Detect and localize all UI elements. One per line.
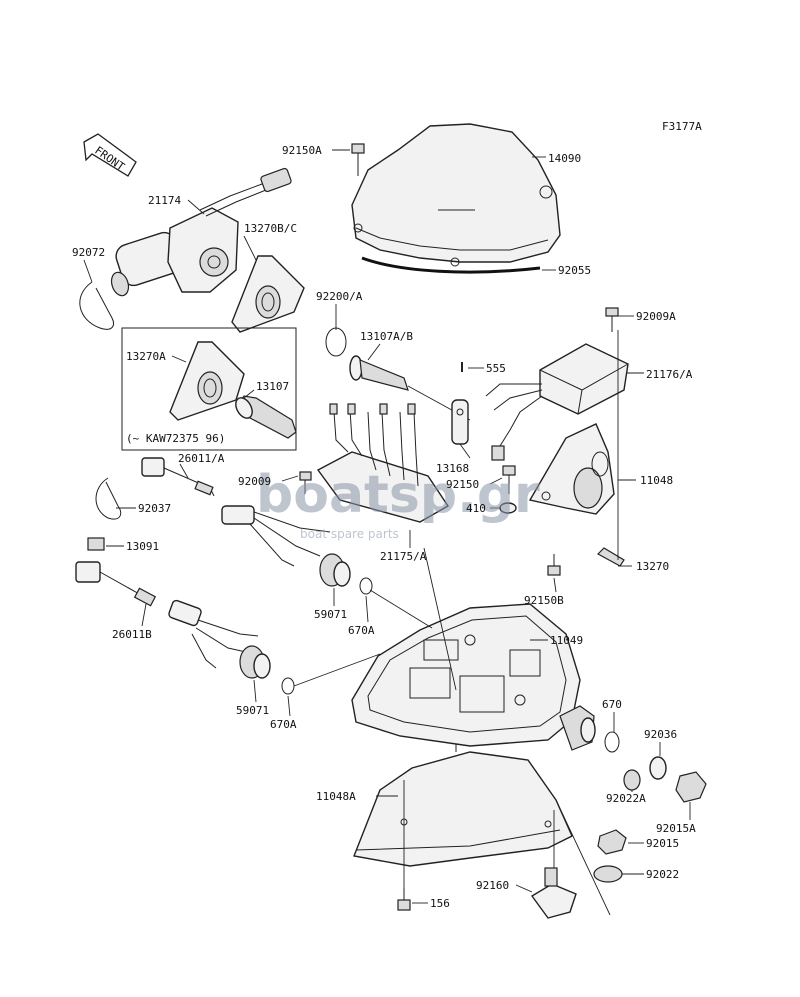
bolt-92150A xyxy=(351,143,365,176)
clip-13091 xyxy=(87,537,105,551)
label-13270A: 13270A xyxy=(126,350,166,363)
label-92072: 92072 xyxy=(72,246,105,259)
part-labels: 92150A 14090 21174 13270B/C 92072 92055 … xyxy=(72,144,696,910)
control-box-21176A xyxy=(485,343,629,461)
connector-13168 xyxy=(451,399,469,445)
cable-assembly-upper xyxy=(221,505,331,567)
tie-band-92072 xyxy=(79,281,114,330)
label-92055: 92055 xyxy=(558,264,591,277)
label-555: 555 xyxy=(486,362,506,375)
washer-92022A xyxy=(623,769,641,791)
label-13168: 13168 xyxy=(436,462,469,475)
watermark-logo: boatsp.gr boat spare parts xyxy=(256,465,540,541)
label-156: 156 xyxy=(430,897,450,910)
oring-670 xyxy=(604,731,620,753)
nut-92015 xyxy=(597,829,627,855)
oring-92200A xyxy=(325,327,347,357)
pan-11048A xyxy=(353,751,573,867)
bolt-92009A xyxy=(605,307,619,332)
label-26011A: 26011/A xyxy=(178,452,225,465)
cable-13107AB xyxy=(349,355,471,421)
motor-21174 xyxy=(110,167,292,297)
washer-92022 xyxy=(593,865,623,883)
connector-26011A xyxy=(141,457,215,497)
label-21174: 21174 xyxy=(148,194,181,207)
label-670A-upper: 670A xyxy=(348,624,375,637)
label-11049: 11049 xyxy=(550,634,583,647)
nut-92015A xyxy=(675,771,707,803)
bracket-11048 xyxy=(528,423,615,515)
label-92150B: 92150B xyxy=(524,594,564,607)
label-670A-lower: 670A xyxy=(270,718,297,731)
oring-670A-upper xyxy=(359,577,373,595)
label-92022A: 92022A xyxy=(606,792,646,805)
label-92015A: 92015A xyxy=(656,822,696,835)
gasket-92055 xyxy=(361,256,541,274)
label-92036: 92036 xyxy=(644,728,677,741)
label-11048: 11048 xyxy=(640,474,673,487)
label-13091: 13091 xyxy=(126,540,159,553)
label-410: 410 xyxy=(466,502,486,515)
label-59071-lower: 59071 xyxy=(236,704,269,717)
cover-14090 xyxy=(351,123,561,267)
harness-21175A xyxy=(316,403,449,523)
case-11049 xyxy=(351,603,596,752)
svg-text:boatsp.gr: boatsp.gr xyxy=(256,465,540,525)
washer-92036 xyxy=(649,756,667,780)
fitting-59071-lower xyxy=(239,645,271,679)
label-13107AB: 13107A/B xyxy=(360,330,413,343)
leader-lines xyxy=(83,149,691,916)
label-13270: 13270 xyxy=(636,560,669,573)
front-arrow-icon: FRONT xyxy=(83,133,137,177)
inset-box: (~ KAW72375 96) xyxy=(121,327,297,451)
label-92015: 92015 xyxy=(646,837,679,850)
bolt-92150B xyxy=(547,554,561,576)
label-92009: 92009 xyxy=(238,475,271,488)
svg-text:boat spare parts: boat spare parts xyxy=(300,527,399,541)
label-92022: 92022 xyxy=(646,868,679,881)
figure-code: F3177A xyxy=(662,120,702,133)
bolt-92009 xyxy=(299,471,312,494)
label-59071-upper: 59071 xyxy=(314,608,347,621)
plate-13270BC xyxy=(231,255,305,333)
tie-band-92037 xyxy=(95,477,122,520)
mount-92160 xyxy=(530,867,577,919)
label-21175A: 21175/A xyxy=(380,550,427,563)
label-92037: 92037 xyxy=(138,502,171,515)
oring-670A-lower xyxy=(281,677,295,695)
label-26011B: 26011B xyxy=(112,628,152,641)
label-92200A: 92200/A xyxy=(316,290,363,303)
label-92160: 92160 xyxy=(476,879,509,892)
label-14090: 14090 xyxy=(548,152,581,165)
label-92150: 92150 xyxy=(446,478,479,491)
connector-26011B xyxy=(75,561,259,669)
label-92009A: 92009A xyxy=(636,310,676,323)
label-21176A: 21176/A xyxy=(646,368,693,381)
bolt-156 xyxy=(397,888,411,911)
label-13270BC: 13270B/C xyxy=(244,222,297,235)
label-13107: 13107 xyxy=(256,380,289,393)
lead-13270 xyxy=(597,547,625,567)
inset-note: (~ KAW72375 96) xyxy=(126,432,225,445)
fitting-59071-upper xyxy=(319,553,351,587)
label-92150A: 92150A xyxy=(282,144,322,157)
label-11048A: 11048A xyxy=(316,790,356,803)
label-670: 670 xyxy=(602,698,622,711)
